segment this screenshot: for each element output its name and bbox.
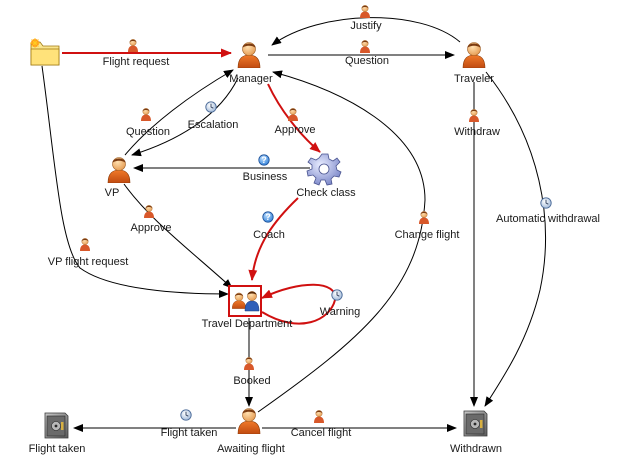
booked-person-icon bbox=[243, 356, 255, 370]
node-check-class-label[interactable]: Check class bbox=[296, 187, 356, 199]
justify-person-icon bbox=[359, 4, 371, 18]
flight-request-person-icon bbox=[127, 38, 139, 52]
travel-department-group-icon[interactable] bbox=[228, 285, 262, 317]
warning-clock-icon bbox=[331, 289, 343, 301]
transition-change-flight-label[interactable]: Change flight bbox=[395, 229, 460, 241]
check-class-gear-icon[interactable] bbox=[306, 153, 342, 186]
node-flight-taken-label[interactable]: Flight taken bbox=[29, 443, 86, 455]
transition-warning-label[interactable]: Warning bbox=[320, 306, 361, 318]
change-flight-person-icon bbox=[418, 210, 430, 224]
transition-approve-vp-label[interactable]: Approve bbox=[131, 222, 172, 234]
node-awaiting-flight-label[interactable]: Awaiting flight bbox=[217, 443, 285, 455]
transition-booked-label[interactable]: Booked bbox=[233, 375, 270, 387]
traveler-person-icon[interactable] bbox=[462, 42, 486, 69]
vp-person-icon[interactable] bbox=[107, 157, 131, 184]
question-vp-person-icon bbox=[140, 107, 152, 121]
edge-approve-vp bbox=[123, 183, 233, 289]
transition-escalation-label[interactable]: Escalation bbox=[188, 119, 239, 131]
transition-cancel-flight-label[interactable]: Cancel flight bbox=[291, 427, 352, 439]
edge-approve-manager bbox=[267, 83, 321, 153]
escalation-clock-icon bbox=[205, 101, 217, 113]
transition-question-vp-label[interactable]: Question bbox=[126, 126, 170, 138]
transition-flight-taken-label[interactable]: Flight taken bbox=[161, 427, 218, 439]
transition-vp-flight-request-label[interactable]: VP flight request bbox=[48, 256, 129, 268]
withdrawn-safe-icon[interactable] bbox=[463, 410, 488, 437]
question-traveler-person-icon bbox=[359, 39, 371, 53]
start-folder-icon[interactable] bbox=[30, 38, 60, 66]
edge-coach bbox=[248, 197, 299, 281]
edge-question-vp bbox=[124, 69, 234, 156]
withdraw-person-icon bbox=[468, 108, 480, 122]
awaiting-flight-person-icon[interactable] bbox=[237, 408, 261, 435]
approve-vp-person-icon bbox=[143, 204, 155, 218]
manager-person-icon[interactable] bbox=[237, 42, 261, 69]
transition-question-traveler-label[interactable]: Question bbox=[345, 55, 389, 67]
edge-automatic-withdrawal bbox=[484, 71, 546, 407]
flight-taken-safe-icon[interactable] bbox=[44, 412, 69, 439]
transition-flight-request-label[interactable]: Flight request bbox=[103, 56, 170, 68]
approve-manager-person-icon bbox=[287, 107, 299, 121]
node-vp-label[interactable]: VP bbox=[105, 187, 120, 199]
transition-justify-label[interactable]: Justify bbox=[350, 20, 382, 32]
automatic-withdrawal-clock-icon bbox=[540, 197, 552, 209]
vp-flight-request-person-icon bbox=[79, 237, 91, 251]
edge-vp-flight-request bbox=[41, 65, 229, 298]
transition-automatic-withdrawal-label[interactable]: Automatic withdrawal bbox=[496, 213, 600, 225]
node-traveler-label[interactable]: Traveler bbox=[454, 73, 494, 85]
edge-change-flight bbox=[257, 70, 426, 413]
node-manager-label[interactable]: Manager bbox=[229, 73, 273, 85]
cancel-flight-person-icon bbox=[313, 409, 325, 423]
transition-approve-manager-label[interactable]: Approve bbox=[275, 124, 316, 136]
edge-escalation bbox=[131, 77, 239, 157]
node-travel-department-label[interactable]: Travel Department bbox=[202, 318, 293, 330]
transition-business-label[interactable]: Business bbox=[243, 171, 288, 183]
business-question-icon bbox=[258, 154, 270, 166]
coach-question-icon bbox=[262, 211, 274, 223]
transition-coach-label[interactable]: Coach bbox=[253, 229, 285, 241]
node-withdrawn-label[interactable]: Withdrawn bbox=[450, 443, 502, 455]
flight-taken-clock-icon bbox=[180, 409, 192, 421]
transition-withdraw-label[interactable]: Withdraw bbox=[454, 126, 500, 138]
